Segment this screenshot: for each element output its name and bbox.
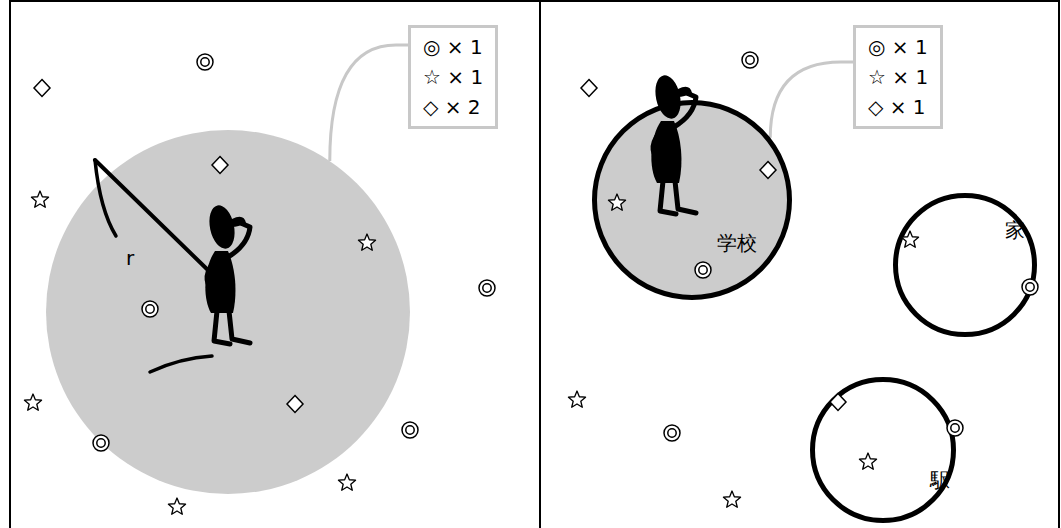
star-symbol xyxy=(168,498,185,514)
diamond-symbol xyxy=(34,80,50,97)
diamond-symbol xyxy=(760,162,776,179)
star-symbol xyxy=(24,394,41,410)
star-symbol xyxy=(31,191,48,207)
legend-entry: ◇ × 2 xyxy=(423,92,481,122)
legend-entry: ◎ × 1 xyxy=(868,32,928,62)
legend-entry: ☆ × 1 xyxy=(423,62,483,92)
star-symbol xyxy=(338,474,355,490)
person-figure xyxy=(651,73,696,214)
diamond-symbol xyxy=(581,80,597,97)
diamond-symbol xyxy=(287,396,303,413)
home-area: 家 xyxy=(893,193,1037,337)
frame-line xyxy=(10,0,1059,2)
double-circle-symbol xyxy=(479,280,495,296)
radius-arc xyxy=(150,356,212,372)
double-circle-symbol xyxy=(402,422,418,438)
frame-line xyxy=(9,0,11,528)
double-circle-symbol xyxy=(947,420,963,436)
star-symbol xyxy=(723,491,740,507)
diamond-symbol xyxy=(830,394,846,411)
legend-box: ◎ × 1☆ × 1◇ × 1 xyxy=(853,25,943,129)
double-circle-symbol xyxy=(197,54,213,70)
legend-entry: ☆ × 1 xyxy=(868,62,928,92)
area-label: 学校 xyxy=(717,228,757,258)
person-figure xyxy=(205,203,250,344)
leader-line xyxy=(330,45,408,161)
legend-entry: ◇ × 1 xyxy=(868,92,926,122)
area-label: r xyxy=(126,243,134,273)
star-symbol xyxy=(568,391,585,407)
double-circle-symbol xyxy=(1022,279,1038,295)
legend-box: ◎ × 1☆ × 1◇ × 2 xyxy=(408,25,498,129)
star-symbol xyxy=(608,194,625,210)
double-circle-symbol xyxy=(93,435,109,451)
leader-line xyxy=(770,62,853,138)
frame-line xyxy=(1058,0,1060,528)
double-circle-symbol xyxy=(142,301,158,317)
circle-outline xyxy=(893,193,1037,337)
star-symbol xyxy=(901,231,918,247)
legend-entry: ◎ × 1 xyxy=(423,32,483,62)
area-label: 駅 xyxy=(930,465,950,495)
double-circle-symbol xyxy=(742,52,758,68)
star-symbol xyxy=(358,234,375,250)
diamond-symbol xyxy=(212,157,228,174)
radius-line xyxy=(95,160,212,274)
star-symbol xyxy=(859,453,876,469)
double-circle-symbol xyxy=(664,425,680,441)
radius-arc xyxy=(95,160,116,236)
area-label: 家 xyxy=(1005,215,1025,245)
double-circle-symbol xyxy=(695,262,711,278)
divider-line xyxy=(539,0,541,528)
